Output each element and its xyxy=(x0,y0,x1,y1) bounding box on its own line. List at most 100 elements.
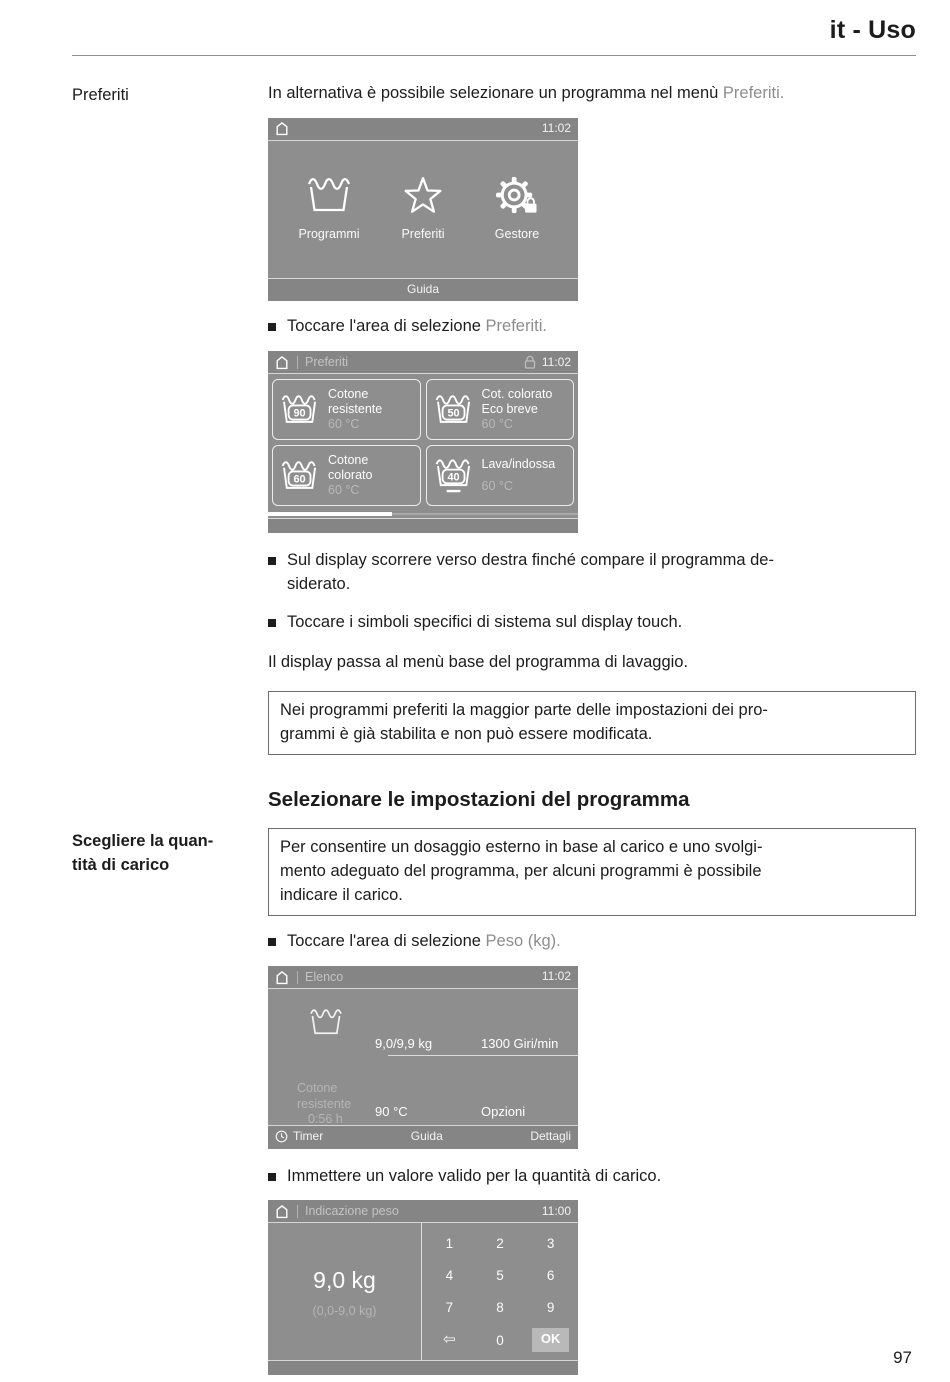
key-4: 4 xyxy=(445,1268,454,1284)
menu-label: Preferiti xyxy=(401,227,445,242)
options-button: Opzioni xyxy=(481,1104,526,1120)
display-footer xyxy=(268,518,578,534)
star-icon xyxy=(404,177,442,214)
instruction-bullet: Toccare l'area di selezione Peso (kg). xyxy=(268,930,916,954)
menu-item-preferiti: Preferiti xyxy=(377,175,469,243)
timer-clock-icon xyxy=(275,1130,288,1143)
page-number: 97 xyxy=(893,1348,912,1367)
display-clock: 11:02 xyxy=(541,121,571,136)
menu-label: Programmi xyxy=(298,227,360,242)
display-clock: 11:02 xyxy=(541,969,571,984)
weight-range: (0,0-9,0 kg) xyxy=(312,1304,377,1319)
key-6: 6 xyxy=(546,1268,555,1284)
program-temp: 60 °C xyxy=(481,417,513,432)
header-rule xyxy=(72,55,916,56)
key-7: 7 xyxy=(445,1300,454,1316)
program-name: Lava/indossa xyxy=(481,457,556,472)
margin-label-preferiti: Preferiti xyxy=(72,86,129,104)
svg-text:40: 40 xyxy=(447,471,459,483)
page-title: it - Uso xyxy=(829,16,916,44)
wash-tub-50-icon: 50 xyxy=(435,395,470,423)
screenshot-home-menu: 11:02 Programmi xyxy=(268,117,578,302)
bullet-square xyxy=(268,938,276,947)
backspace-key: ⇦ xyxy=(424,1324,475,1356)
gear-lock-icon xyxy=(496,177,537,214)
intro-text: In alternativa è possibile selezionare u… xyxy=(268,84,723,102)
display-clock: 11:00 xyxy=(541,1203,571,1218)
intro-paragraph: In alternativa è possibile selezionare u… xyxy=(268,82,916,106)
footer-guida: Guida xyxy=(410,1129,443,1144)
weight-value: 9,0 kg xyxy=(313,1266,376,1293)
footer-dettagli: Dettagli xyxy=(530,1129,571,1144)
scrollbar xyxy=(268,511,578,518)
load-value: 9,0/9,9 kg xyxy=(375,1036,433,1052)
display-title: Indicazione peso xyxy=(305,1204,399,1219)
screenshot-preferiti: Preferiti 11:02 xyxy=(268,351,578,534)
bullet-text: Sul display scorrere verso destra finché… xyxy=(287,551,774,594)
instruction-bullet: Toccare i simboli specifici di sistema s… xyxy=(268,611,916,635)
program-tile-cot-colorato-eco: 50 Cot. colorato Eco breve 60 °C xyxy=(425,379,574,441)
program-tile-lava-indossa: 40 Lava/indossa 60 °C xyxy=(425,445,574,507)
display-title: Elenco xyxy=(305,970,344,985)
bullet-text: Immettere un valore valido per la quanti… xyxy=(287,1166,662,1185)
wash-tub-90-icon: 90 xyxy=(281,395,317,423)
program-temp: 60 °C xyxy=(328,417,360,432)
display-footer xyxy=(268,1360,578,1376)
bullet-menu-ref: Preferiti. xyxy=(485,317,547,336)
wash-tub-icon xyxy=(307,178,351,212)
key-3: 3 xyxy=(546,1235,555,1251)
program-name: Cotone resistente xyxy=(297,1081,352,1111)
display-footer-guida: Guida xyxy=(268,277,578,302)
wash-tub-icon xyxy=(310,1009,342,1035)
ok-key: OK xyxy=(525,1324,576,1356)
bullet-square xyxy=(268,557,276,566)
key-9: 9 xyxy=(546,1300,555,1316)
bullet-menu-ref: Peso (kg). xyxy=(485,932,561,951)
instruction-bullet: Immettere un valore valido per la quanti… xyxy=(268,1165,916,1189)
instruction-bullet: Sul display scorrere verso destra finché… xyxy=(268,549,916,597)
wash-tub-60-icon: 60 xyxy=(281,461,317,489)
program-duration: 0:56 h xyxy=(308,1112,343,1127)
key-8: 8 xyxy=(496,1300,504,1316)
backspace-icon: ⇦ xyxy=(443,1330,456,1349)
note-box: Per consentire un dosaggio esterno in ba… xyxy=(268,828,916,917)
key-0: 0 xyxy=(496,1332,504,1348)
numeric-keypad: 1 2 3 4 5 6 7 8 9 ⇦ 0 OK xyxy=(422,1223,578,1360)
scrollbar-track xyxy=(268,513,578,516)
bullet-text: Toccare l'area di selezione xyxy=(287,317,486,336)
spin-value: 1300 Giri/min xyxy=(481,1036,559,1052)
program-tile-cotone-colorato: 60 Cotone colorato 60 °C xyxy=(272,445,421,507)
key-2: 2 xyxy=(496,1235,504,1251)
temp-value: 90 °C xyxy=(375,1104,408,1120)
screenshot-elenco: Elenco 11:02 Cotone resistente 0:56 h 9,… xyxy=(268,966,578,1149)
svg-text:60: 60 xyxy=(293,473,305,485)
wash-tub-40-delicate-icon: 40 xyxy=(435,459,470,492)
key-5: 5 xyxy=(496,1268,504,1284)
svg-text:50: 50 xyxy=(447,407,459,419)
bullet-text: Toccare i simboli specifici di sistema s… xyxy=(287,613,683,632)
paragraph: Il display passa al menù base del progra… xyxy=(268,653,689,671)
bullet-square xyxy=(268,323,276,332)
instruction-bullet: Toccare l'area di selezione Preferiti. xyxy=(268,315,916,339)
margin-label-carico: Scegliere la quan- tità di carico xyxy=(72,832,214,875)
home-icon xyxy=(276,355,288,369)
menu-item-gestore: Gestore xyxy=(471,175,563,243)
program-name: Cotone colorato xyxy=(328,452,373,483)
ok-button: OK xyxy=(531,1328,570,1353)
weight-readout: 9,0 kg (0,0-9,0 kg) xyxy=(268,1223,422,1361)
footer-timer: Timer xyxy=(293,1129,324,1144)
divider-line xyxy=(388,1055,578,1057)
display-clock: 11:02 xyxy=(541,354,571,369)
screenshot-indicazione-peso: Indicazione peso 11:00 9,0 kg (0,0-9,0 k… xyxy=(268,1200,578,1376)
page-content: Preferiti In alternativa è possibile sel… xyxy=(0,56,950,1376)
program-temp: 60 °C xyxy=(481,478,513,493)
note-box: Nei programmi preferiti la maggior parte… xyxy=(268,690,916,755)
home-icon xyxy=(276,122,288,136)
menu-label: Gestore xyxy=(494,227,540,242)
lock-icon xyxy=(524,356,536,369)
home-icon xyxy=(276,970,288,984)
program-name: Cotone resistente xyxy=(328,386,383,417)
program-tile-cotone-resistente: 90 Cotone resistente 60 °C xyxy=(272,379,421,441)
display-title: Preferiti xyxy=(305,355,349,370)
